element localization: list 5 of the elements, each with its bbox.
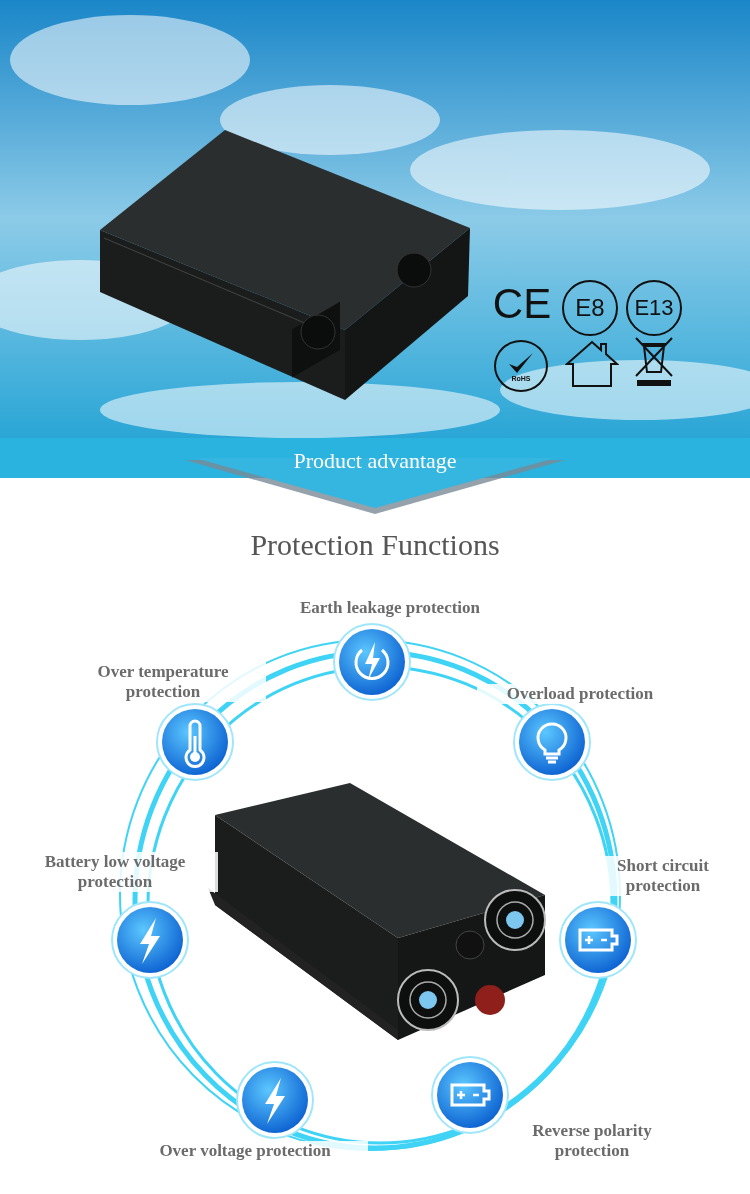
ce-mark: CE <box>492 282 552 326</box>
e13-mark: E13 <box>626 280 682 336</box>
e8-mark: E8 <box>562 280 618 336</box>
section-title: Protection Functions <box>249 528 501 562</box>
banner-heading: Product advantage <box>292 447 458 475</box>
